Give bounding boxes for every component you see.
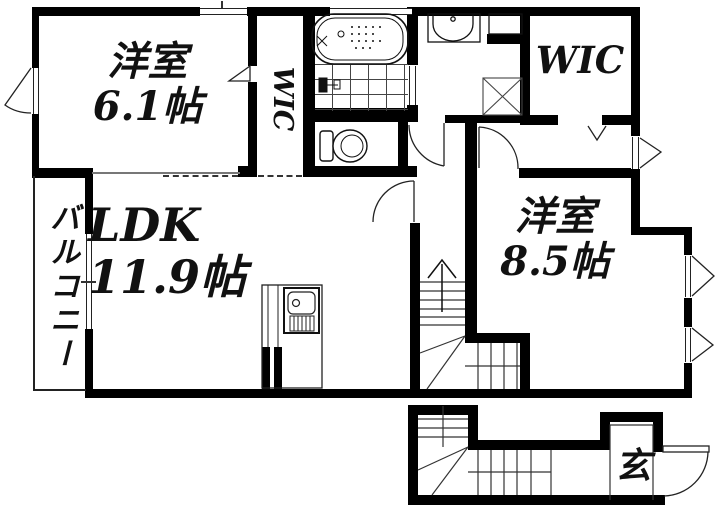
window <box>685 256 691 297</box>
room-name: バルコニー <box>44 201 79 372</box>
wall-segment <box>684 298 692 327</box>
room-name: LDK <box>88 198 201 252</box>
casement-window-arc <box>639 137 663 169</box>
wall-segment <box>408 495 665 505</box>
wall-segment <box>684 227 692 255</box>
toilet <box>319 129 368 163</box>
bifold-door-mark <box>587 125 607 142</box>
wall-segment <box>487 34 524 44</box>
wall-segment <box>85 168 93 234</box>
wall-segment <box>303 108 418 122</box>
bathtub-dots <box>351 26 381 49</box>
bath-tile-floor <box>315 64 408 111</box>
sink-drainboard <box>289 315 315 332</box>
bathtub <box>311 13 409 65</box>
wall-segment <box>247 7 330 16</box>
wall-segment <box>274 347 282 389</box>
washbasin <box>427 13 481 43</box>
wall-segment <box>32 7 39 68</box>
room-label-balcony: バルコニー <box>38 184 79 389</box>
wall-segment <box>520 7 530 115</box>
wall-segment <box>520 343 530 389</box>
room-label-entrance: 玄 <box>611 446 655 486</box>
room-label-wic-strip: WIC <box>263 54 298 144</box>
wall-segment <box>238 166 257 177</box>
room-size: 6.1帖 <box>92 82 203 130</box>
room-boundary-dash <box>163 175 238 177</box>
wall-segment <box>85 389 692 398</box>
wall-segment <box>602 115 640 125</box>
window <box>33 68 39 114</box>
room-label-wic-main: WIC <box>528 38 632 82</box>
door-arcs <box>4 64 715 497</box>
wall-segment <box>465 122 477 178</box>
wall-segment <box>445 115 520 123</box>
wall-segment <box>262 347 270 389</box>
wall-segment <box>631 169 640 235</box>
room-name: WIC <box>267 66 298 132</box>
wall-segment <box>407 7 418 65</box>
wall-segment <box>398 122 408 167</box>
closet-door-mark <box>226 64 251 82</box>
wall-segment <box>631 227 692 235</box>
room-boundary-dash <box>258 175 302 177</box>
staircase-upper-floor <box>419 281 520 390</box>
room-label-ldk: LDK 11.9帖 <box>88 198 288 304</box>
window-tick <box>81 281 96 283</box>
wall-segment <box>653 412 663 452</box>
casement-window-arc <box>691 327 715 362</box>
bath-door <box>409 66 416 105</box>
window-tick <box>221 1 223 8</box>
window <box>632 137 639 169</box>
shower-mixer <box>318 77 341 93</box>
wall-segment <box>631 7 640 136</box>
wall-segment <box>465 333 530 343</box>
casement-window-arc <box>4 67 32 114</box>
room-name: 玄 <box>614 445 651 487</box>
kitchen-sink <box>283 287 320 334</box>
room-name: WIC <box>535 38 625 82</box>
window <box>200 8 247 15</box>
wall-segment <box>520 115 558 125</box>
kitchen-counter <box>261 284 323 389</box>
wall-segment <box>32 114 39 178</box>
room-label-bedroom-large: 洋室 8.5帖 <box>475 193 635 285</box>
wall-segment <box>519 168 631 178</box>
washing-machine-pan <box>482 77 523 116</box>
room-size: 8.5帖 <box>500 237 610 285</box>
entrance-inner-outline <box>609 424 654 500</box>
staircase-lower-floor <box>417 406 654 500</box>
entrance-door <box>662 445 710 453</box>
wall-segment <box>684 363 692 397</box>
wall-segment <box>32 168 92 178</box>
wall-segment <box>410 223 420 389</box>
wall-segment <box>408 405 418 505</box>
wall-segment <box>468 405 478 450</box>
up-arrow <box>427 258 457 312</box>
wall-segment <box>600 412 610 450</box>
room-boundary-line <box>92 172 240 174</box>
wall-segment <box>85 329 93 397</box>
window <box>685 328 691 362</box>
wall-segment <box>32 7 200 16</box>
room-name: 洋室 <box>107 38 188 85</box>
room-label-bedroom-small: 洋室 6.1帖 <box>70 38 225 130</box>
balcony-edge <box>33 176 35 391</box>
room-size: 11.9帖 <box>88 249 247 304</box>
wall-segment <box>478 440 603 450</box>
wall-segment <box>248 82 257 168</box>
wall-segment <box>600 412 663 422</box>
linen-cabinet <box>488 13 523 35</box>
wall-segment <box>303 166 417 177</box>
room-name: 洋室 <box>515 193 595 240</box>
wall-segment <box>465 178 477 343</box>
balcony-edge <box>33 389 86 391</box>
casement-window-arc <box>691 255 715 297</box>
wall-segment <box>248 7 257 66</box>
wall-segment <box>303 7 315 177</box>
